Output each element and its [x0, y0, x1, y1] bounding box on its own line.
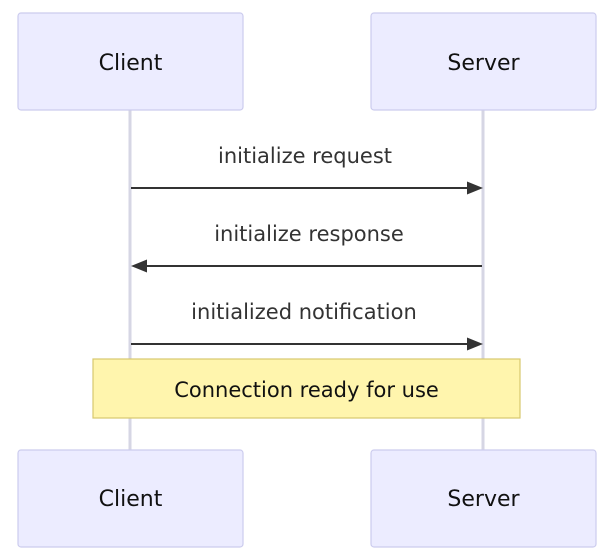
- message-initialize-request-arrowhead: [467, 181, 483, 195]
- client-actor-top: Client: [17, 12, 244, 111]
- message-initialized-notification: initialized notification: [131, 300, 483, 351]
- message-initialize-request-label: initialize request: [218, 144, 392, 168]
- note-label: Connection ready for use: [174, 378, 439, 402]
- note-connection-ready: Connection ready for use: [92, 358, 521, 419]
- client-actor-bottom-label: Client: [99, 487, 163, 512]
- client-actor-top-label: Client: [99, 51, 163, 76]
- client-actor-bottom-box: [17, 449, 244, 548]
- message-initialize-request: initialize request: [131, 144, 483, 195]
- note-box: [92, 358, 521, 419]
- server-actor-top-label: Server: [447, 51, 520, 76]
- client-actor-bottom: Client: [17, 449, 244, 548]
- client-actor-top-box: [17, 12, 244, 111]
- server-actor-top: Server: [370, 12, 597, 111]
- server-actor-bottom-label: Server: [447, 487, 520, 512]
- message-initialized-notification-arrowhead: [467, 337, 483, 351]
- message-initialize-response: initialize response: [131, 222, 482, 273]
- message-initialize-response-label: initialize response: [214, 222, 404, 246]
- message-initialize-response-arrowhead: [131, 259, 147, 273]
- message-initialized-notification-label: initialized notification: [191, 300, 417, 324]
- server-actor-top-box: [370, 12, 597, 111]
- server-actor-bottom: Server: [370, 449, 597, 548]
- server-actor-bottom-box: [370, 449, 597, 548]
